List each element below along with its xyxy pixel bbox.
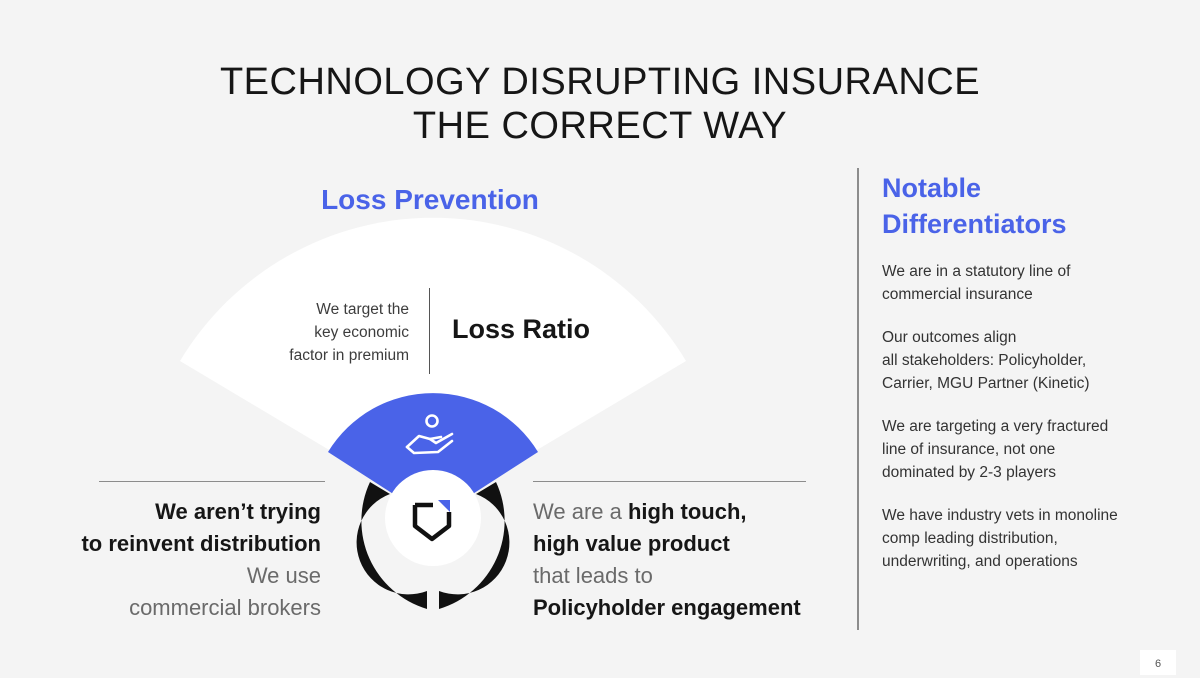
page-number: 6 <box>1140 650 1176 675</box>
product-statement: We are a high touch, high value product … <box>533 496 853 624</box>
right-line-4: Policyholder engagement <box>533 595 801 620</box>
left-line-1: We aren’t trying <box>155 499 321 524</box>
right-line-1-bold: high touch, <box>627 499 747 524</box>
left-divider-line <box>99 481 325 482</box>
right-divider-line <box>533 481 806 482</box>
fan-description: We target the key economic factor in pre… <box>240 298 409 367</box>
differentiator-line: We are in a statutory line of <box>882 263 1071 280</box>
title-line-2: THE CORRECT WAY <box>412 105 788 147</box>
differentiator-line: We are targeting a very fractured <box>882 418 1109 435</box>
differentiators-list: We are in a statutory line of commercial… <box>882 260 1182 593</box>
slide-title: TECHNOLOGY DISRUPTING INSURANCE THE CORR… <box>0 60 1200 148</box>
differentiator-line: Our outcomes align <box>882 329 1017 346</box>
differentiators-title-line-1: Notable <box>882 173 982 203</box>
fan-text-line-1: We target the <box>316 301 409 318</box>
right-line-2: high value product <box>533 531 730 556</box>
left-line-3: We use <box>246 563 321 588</box>
fan-divider <box>429 288 430 374</box>
loss-prevention-heading: Loss Prevention <box>321 184 539 215</box>
fan-sector <box>180 217 686 513</box>
differentiators-title: Notable Differentiators <box>882 170 1182 242</box>
right-line-1: We are a high touch, <box>533 496 853 528</box>
differentiators-title-line-2: Differentiators <box>882 209 1067 239</box>
center-circle <box>385 470 481 566</box>
loss-ratio-label: Loss Ratio <box>452 314 591 344</box>
differentiator-item: We are in a statutory line of commercial… <box>882 260 1182 306</box>
fan-text-line-2: key economic <box>314 324 409 341</box>
black-ring-segment-right <box>439 482 510 609</box>
blue-ring-segment <box>328 393 538 497</box>
differentiator-line: underwriting, and operations <box>882 553 1078 570</box>
differentiator-item: Our outcomes align all stakeholders: Pol… <box>882 326 1182 395</box>
differentiator-line: commercial insurance <box>882 286 1033 303</box>
differentiator-line: Carrier, MGU Partner (Kinetic) <box>882 375 1090 392</box>
distribution-statement: We aren’t trying to reinvent distributio… <box>40 496 321 624</box>
right-line-1-muted: We are a <box>533 499 628 524</box>
hand-with-person-icon <box>405 414 454 455</box>
title-line-1: TECHNOLOGY DISRUPTING INSURANCE <box>219 61 981 103</box>
differentiator-line: We have industry vets in monoline <box>882 507 1118 524</box>
differentiator-line: line of insurance, not one <box>882 441 1056 458</box>
fan-text-line-3: factor in premium <box>289 347 409 364</box>
sidebar-divider <box>857 168 859 630</box>
right-line-3: that leads to <box>533 563 653 588</box>
differentiator-line: all stakeholders: Policyholder, <box>882 352 1087 369</box>
differentiator-line: dominated by 2-3 players <box>882 464 1057 481</box>
left-line-4: commercial brokers <box>129 595 321 620</box>
left-line-2: to reinvent distribution <box>81 531 321 556</box>
differentiator-line: comp leading distribution, <box>882 530 1058 547</box>
shield-logo-icon <box>412 500 452 542</box>
differentiator-item: We have industry vets in monoline comp l… <box>882 504 1182 573</box>
differentiator-item: We are targeting a very fractured line o… <box>882 415 1182 484</box>
black-ring-segment-left <box>356 482 427 609</box>
